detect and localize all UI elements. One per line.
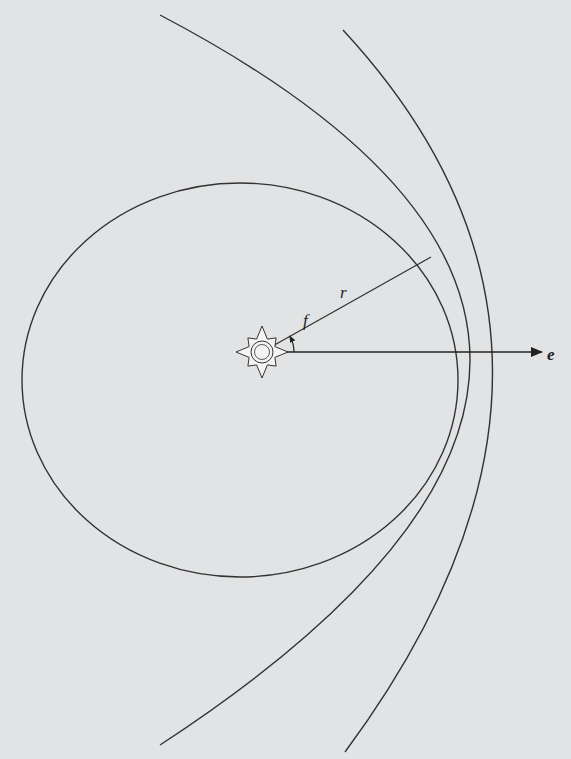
sun-symbol xyxy=(236,326,288,378)
vector-label: e xyxy=(547,346,555,363)
eccentricity-vector xyxy=(262,351,542,352)
parabolic-orbit xyxy=(160,15,470,745)
elliptic-orbit xyxy=(22,183,458,577)
angle-arc xyxy=(290,337,294,353)
radius-vector xyxy=(262,257,431,352)
radius-label: r xyxy=(340,284,347,301)
angle-label: f xyxy=(303,312,308,329)
hyperbolic-orbit xyxy=(343,30,493,752)
